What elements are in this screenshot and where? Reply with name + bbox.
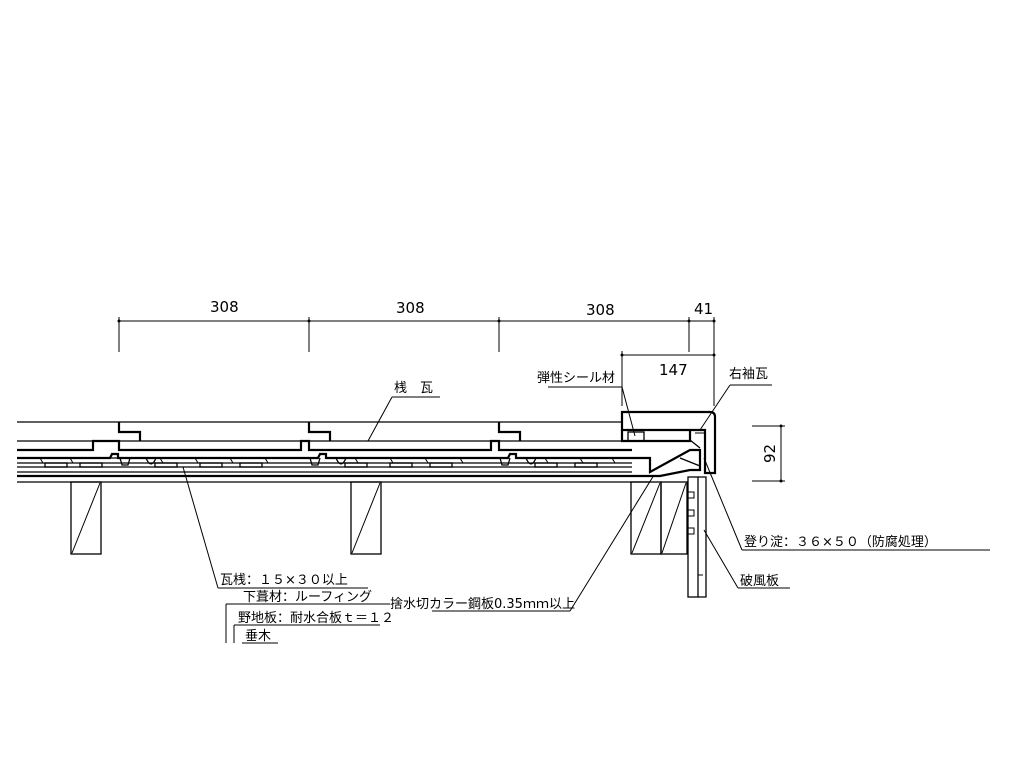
label-sheathing: 野地板：耐水合板ｔ＝１２ bbox=[238, 611, 394, 626]
label-nobori-yodo: 登り淀：３６×５０（防腐処理） bbox=[744, 534, 937, 550]
dim-span-2: 308 bbox=[396, 299, 425, 317]
dim-span-3: 308 bbox=[586, 301, 615, 319]
label-underlay: 下葺材：ルーフィング bbox=[243, 590, 372, 605]
label-rafter: 垂木 bbox=[245, 629, 271, 644]
dimension-lines bbox=[117, 317, 785, 483]
sheathing-layers bbox=[17, 474, 650, 483]
dimension-texts: 308 308 308 41 147 92 bbox=[210, 298, 779, 463]
label-sankawara: 桟 瓦 bbox=[394, 381, 433, 396]
roof-tiles bbox=[17, 421, 632, 466]
label-kawarazan: 瓦桟：１５×３０以上 bbox=[220, 573, 348, 588]
dim-span-1: 308 bbox=[210, 298, 239, 316]
leader-lines bbox=[182, 384, 990, 644]
dim-span-4: 41 bbox=[694, 300, 713, 318]
verge-detail bbox=[620, 410, 717, 598]
annotation-labels: 桟 瓦 弾性シール材 右袖瓦 登り淀：３６×５０（防腐処理） 破風板 捨水切カラ… bbox=[220, 367, 937, 644]
label-seal: 弾性シール材 bbox=[537, 371, 615, 386]
label-hafu: 破風板 bbox=[740, 574, 779, 589]
tile-battens bbox=[17, 457, 632, 473]
label-right-sode: 右袖瓦 bbox=[729, 367, 768, 382]
dim-overhang: 147 bbox=[659, 361, 688, 379]
dim-height: 92 bbox=[761, 444, 779, 463]
rafters bbox=[70, 481, 662, 555]
label-flashing: 捨水切カラー鋼板0.35ｍｍ以上 bbox=[390, 596, 575, 612]
